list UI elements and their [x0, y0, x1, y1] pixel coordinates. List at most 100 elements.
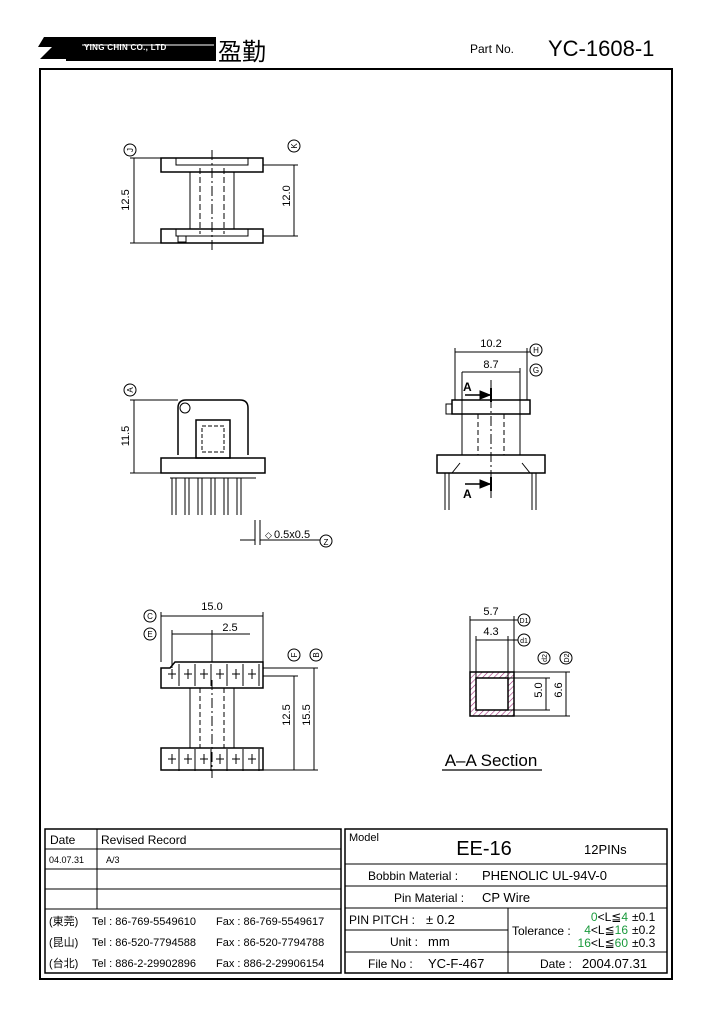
tolerance-rows: 0<L≦4 ±0.1 4<L≦16 ±0.2 16<L≦60 ±0.3 [578, 910, 656, 950]
bottom-pin [168, 664, 180, 686]
ref-d1-small: d1 [520, 638, 528, 645]
section-view [442, 613, 573, 771]
title-block [44, 828, 668, 974]
model-value: EE-16 [456, 838, 512, 860]
file-label: File No : [368, 957, 413, 971]
ref-d1: D1 [520, 618, 529, 625]
pin-count: 12PINs [584, 842, 627, 857]
front-pin [210, 478, 216, 515]
bottom-view [143, 609, 323, 778]
ref-d2: D2 [564, 653, 571, 662]
unit-value: mm [428, 934, 450, 949]
ref-b: B [312, 652, 321, 657]
dim-side-outer: 10.2 [480, 338, 501, 350]
dim-section-v1: 5.0 [533, 682, 545, 697]
dim-side-inner: 8.7 [483, 359, 498, 371]
contact-list: (東莞) Tel : 86-769-5549610 Fax : 86-769-5… [49, 915, 324, 970]
tol-value: ±0.3 [632, 936, 656, 950]
dim-bottom-h2: 15.5 [301, 704, 313, 725]
front-pin [197, 478, 203, 515]
contact-loc: (東莞) [49, 915, 78, 928]
ref-c: C [147, 612, 153, 621]
ref-h: H [533, 346, 539, 355]
part-no-label: Part No. [470, 42, 515, 56]
record-row-date: 04.07.31 [49, 855, 84, 865]
section-title: A–A Section [445, 751, 538, 770]
tol-row: 16<L≦60 [578, 936, 629, 950]
pin-material-value: CP Wire [482, 890, 530, 905]
pin-pitch-label: PIN PITCH : [349, 913, 415, 927]
ref-g: G [533, 366, 539, 375]
front-pin [236, 478, 242, 515]
bottom-pin [248, 664, 260, 686]
contact-fax: Fax : 86-769-5549617 [216, 916, 324, 928]
date-label: Date : [540, 957, 572, 971]
pin-material-label: Pin Material : [394, 891, 464, 905]
tol-value: ±0.2 [632, 923, 656, 937]
unit-label: Unit : [390, 935, 418, 949]
contact-tel: Tel : 86-769-5549610 [92, 916, 196, 928]
bottom-pin [168, 749, 180, 771]
dim-front-height: 11.5 [120, 426, 132, 447]
company-name-cn: 盈勤 [218, 38, 266, 66]
bottom-pin [248, 749, 260, 771]
dim-section-v2: 6.6 [553, 682, 565, 697]
ref-j: J [126, 148, 135, 152]
file-value: YC-F-467 [428, 956, 484, 971]
tolerance-label: Tolerance : [512, 924, 571, 938]
contact-tel: Tel : 86-520-7794588 [92, 937, 196, 949]
tol-value: ±0.1 [632, 910, 656, 924]
ref-e: E [147, 630, 152, 639]
record-col-header: Revised Record [101, 833, 186, 847]
dim-bottom-pitch: 2.5 [222, 622, 237, 634]
contact-loc: (昆山) [49, 936, 78, 949]
bobbin-label: Bobbin Material : [368, 869, 458, 883]
tol-row: 0<L≦4 [591, 910, 628, 924]
front-view [123, 383, 333, 548]
front-pin [223, 478, 229, 515]
dim-bottom-width: 15.0 [201, 601, 222, 613]
company-name-en: YING CHIN CO., LTD [84, 43, 167, 52]
ref-f: F [290, 652, 299, 657]
bottom-pin [216, 664, 228, 686]
part-no-value: YC-1608-1 [548, 36, 655, 61]
date-col-header: Date [50, 833, 76, 847]
front-pins [171, 478, 242, 515]
tol-row: 4<L≦16 [584, 923, 628, 937]
side-view [436, 343, 546, 510]
model-label: Model [349, 832, 379, 844]
ref-z: Z [324, 538, 329, 547]
bottom-pin [232, 664, 244, 686]
contact-fax: Fax : 86-520-7794788 [216, 937, 324, 949]
bottom-pin [232, 749, 244, 771]
dim-top-right: 12.0 [281, 185, 293, 206]
company-logo-mark [38, 37, 216, 61]
dim-top-left: 12.5 [120, 189, 132, 210]
diamond-icon: ◇ [265, 530, 272, 540]
ref-k: K [290, 143, 299, 149]
bottom-pin [200, 749, 212, 771]
bottom-pin [184, 749, 196, 771]
dim-pin-size: 0.5x0.5 [274, 529, 310, 541]
section-mark-top: A [463, 380, 472, 394]
pin-pitch-value: ± 0.2 [426, 912, 455, 927]
section-mark-bottom: A [463, 487, 472, 501]
bottom-pins [168, 664, 260, 771]
front-pin [171, 478, 177, 515]
dim-section-d1-inner: 4.3 [483, 626, 498, 638]
bottom-pin [216, 749, 228, 771]
ref-d2-small: d2 [542, 654, 549, 662]
record-row-text: A/3 [106, 855, 120, 865]
contact-loc: (台北) [49, 956, 78, 970]
contact-fax: Fax : 886-2-29906154 [216, 958, 324, 970]
drawing-frame [39, 68, 673, 980]
bottom-pin [184, 664, 196, 686]
top-view [123, 139, 301, 250]
contact-tel: Tel : 886-2-29902896 [92, 958, 196, 970]
bobbin-value: PHENOLIC UL-94V-0 [482, 868, 607, 883]
bottom-pin [200, 664, 212, 686]
dim-bottom-h1: 12.5 [281, 704, 293, 725]
ref-a: A [126, 387, 135, 393]
date-value: 2004.07.31 [582, 956, 647, 971]
